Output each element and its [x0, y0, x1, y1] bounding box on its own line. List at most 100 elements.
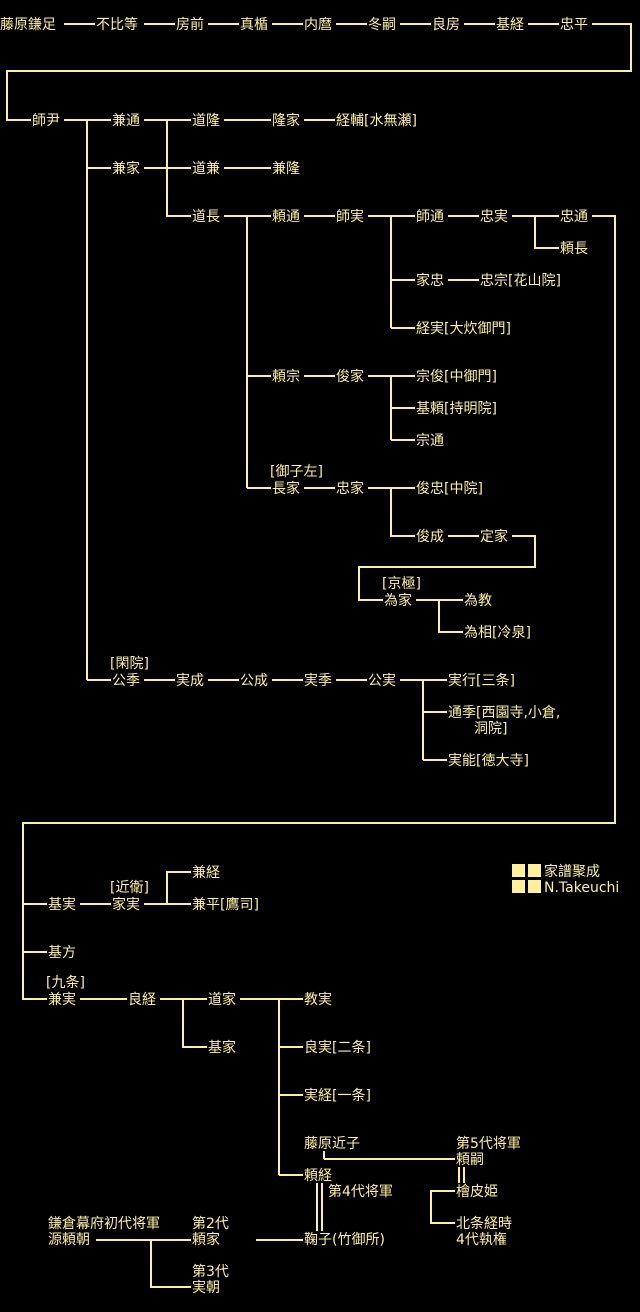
person-name: 北条経時	[456, 1215, 512, 1232]
person-name: 頼通	[272, 209, 300, 225]
person-name: 為家	[384, 592, 412, 609]
person-name: 房前	[176, 16, 204, 33]
person-name: 実朝	[192, 1280, 220, 1296]
person-name: 良房	[432, 17, 460, 33]
person-name: 第2代	[192, 1215, 229, 1232]
person-name: 頼家	[192, 1231, 220, 1248]
person-name: 頼宗	[272, 369, 300, 385]
person-name: 実行[三条]	[448, 672, 515, 689]
person-name: 兼経	[192, 865, 220, 881]
house-note: [御子左]	[270, 464, 323, 480]
person-name: 忠家	[336, 480, 364, 497]
line	[390, 488, 415, 537]
person-name: 基経	[496, 16, 524, 33]
person-name: 道長	[192, 209, 220, 225]
person-name: 経実[大炊御門]	[416, 321, 511, 337]
person-name: 師尹	[32, 113, 60, 129]
line	[166, 871, 191, 904]
house-note: [九条]	[46, 974, 85, 991]
legend-box	[528, 880, 541, 893]
person-name: 道隆	[192, 113, 220, 129]
credit-author: N.Takeuchi	[544, 880, 619, 896]
legend-box	[512, 880, 525, 893]
person-name: 第3代	[192, 1263, 229, 1280]
person-name: 兼平[鷹司]	[192, 897, 259, 913]
person-name: 兼隆	[272, 161, 300, 177]
line	[6, 23, 632, 121]
person-name: 俊家	[336, 368, 364, 385]
person-name: 頼長	[560, 241, 588, 257]
legend: 家譜聚成 N.Takeuchi	[512, 863, 619, 896]
house-note: [閑院]	[110, 656, 149, 672]
house-note: [京極]	[382, 576, 421, 592]
line	[438, 600, 463, 633]
person-name: 宗通	[416, 433, 444, 449]
person-name: 定家	[480, 528, 508, 545]
person-name: 公成	[240, 673, 268, 689]
person-name: 洞院]	[474, 721, 507, 737]
person-name: 兼家	[112, 160, 140, 177]
line	[534, 216, 559, 249]
person-name: 源頼朝	[48, 1232, 90, 1248]
line	[150, 1240, 191, 1288]
person-name: 実能[徳大寺]	[448, 753, 529, 769]
person-name: 基家	[208, 1039, 236, 1056]
person-name: 師実	[336, 209, 364, 225]
person-name: 基頼[持明院]	[416, 400, 497, 417]
house-note: [近衛]	[110, 880, 149, 896]
person-name: 道家	[208, 991, 236, 1008]
person-name: 経輔[水無瀬]	[336, 113, 417, 129]
person-name: 真楯	[240, 17, 268, 33]
person-name: 教実	[304, 992, 332, 1008]
person-name: 忠実	[480, 209, 508, 225]
person-name: 長家	[272, 480, 300, 497]
person-name: 為相[冷泉]	[464, 624, 531, 641]
person-name: 宗俊[中御門]	[416, 369, 497, 385]
person-name: 兼実	[48, 992, 76, 1008]
person-name: 第5代将軍	[456, 1135, 521, 1152]
legend-box	[528, 864, 541, 877]
person-name: 道兼	[192, 161, 220, 177]
person-name: 内麿	[304, 16, 332, 33]
person-name: 4代執権	[456, 1231, 507, 1248]
person-labels: 藤原鎌足 不比等 房前 真楯 内麿 冬嗣 良房 基経 忠平 師尹 兼通 兼家 道…	[0, 16, 588, 1296]
person-name: 公実	[368, 673, 396, 689]
person-name: 基方	[48, 944, 76, 961]
line	[22, 215, 616, 1000]
person-name: 為教	[464, 593, 492, 609]
person-name: 公季	[112, 673, 140, 689]
person-name: 良経	[128, 992, 156, 1008]
person-name: 鎌倉幕府初代将軍	[48, 1215, 160, 1232]
person-name: 鞠子(竹御所)	[304, 1232, 385, 1248]
person-name: 不比等	[96, 16, 138, 33]
line	[166, 168, 191, 217]
line	[430, 1190, 455, 1224]
person-name: 兼通	[112, 113, 140, 129]
person-name: 俊成	[416, 529, 444, 545]
person-name: 俊忠[中院]	[416, 481, 483, 497]
person-name: 実季	[304, 673, 332, 689]
person-name: 基実	[48, 896, 76, 913]
person-name: 家実	[112, 896, 140, 913]
person-name: 頼経	[304, 1168, 332, 1184]
legend-box	[512, 864, 525, 877]
person-name: 藤原鎌足	[0, 17, 56, 33]
person-name: 実経[一条]	[304, 1087, 371, 1104]
line	[358, 535, 536, 601]
person-name: 藤原近子	[304, 1136, 360, 1152]
person-name: 家忠	[416, 272, 444, 289]
connector-lines	[6, 23, 632, 1288]
person-name: 第4代将軍	[328, 1183, 393, 1200]
person-name: 隆家	[272, 112, 300, 129]
line	[182, 999, 207, 1048]
person-name: 忠宗[花山院]	[480, 273, 561, 289]
person-name: 檜皮姫	[456, 1183, 498, 1200]
person-name: 通季[西園寺,小倉,	[448, 705, 560, 721]
person-name: 良実[二条]	[304, 1039, 371, 1056]
person-name: 師通	[416, 209, 444, 225]
person-name: 忠平	[560, 17, 588, 33]
person-name: 忠通	[560, 209, 588, 225]
person-name: 冬嗣	[368, 17, 396, 33]
credit-compiled: 家譜聚成	[544, 863, 600, 880]
